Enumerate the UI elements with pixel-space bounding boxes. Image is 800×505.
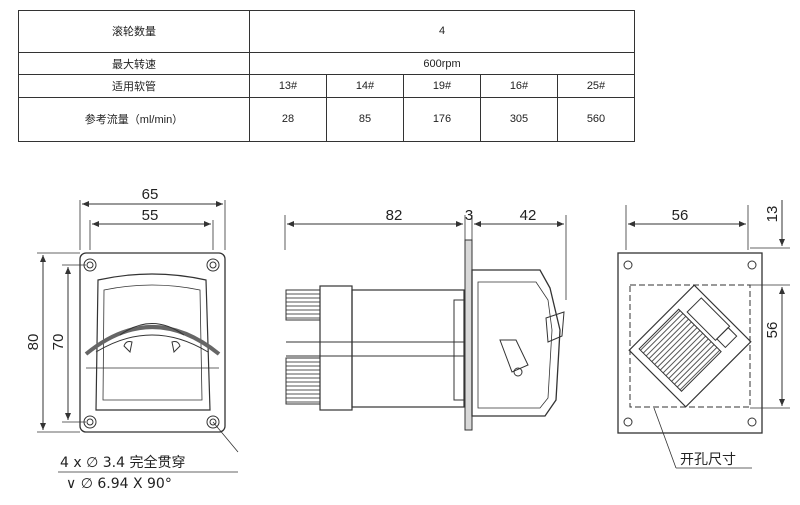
rollers-label: 滚轮数量 (18, 10, 250, 53)
side-view: 82 3 42 (284, 207, 567, 431)
table-row: 最大转速 600rpm (18, 51, 635, 76)
countersink-note: ∨ ∅ 6.94 X 90° (66, 476, 172, 492)
table-row: 滚轮数量 4 (18, 10, 635, 53)
back-view: 56 13 56 开孔尺寸 (617, 200, 790, 469)
flow-cell: 28 (249, 96, 327, 143)
flow-cell: 305 (480, 96, 558, 143)
pump-head-side (471, 269, 561, 417)
tube-cell: 14# (326, 74, 404, 98)
flow-cell: 560 (557, 96, 635, 143)
dim-back-height: 56 (764, 322, 781, 339)
pump-head-outline (95, 273, 211, 411)
motor-body (319, 285, 353, 411)
tube-cell: 13# (249, 74, 327, 98)
front-view: 65 55 80 70 4 x ∅ 3.4 完全贯穿 ∨ ∅ 6.94 X 90… (25, 186, 239, 492)
dim-length-a: 82 (386, 207, 403, 224)
dim-back-offset: 13 (764, 206, 781, 223)
tube-cell: 19# (403, 74, 481, 98)
table-row: 参考流量（ml/min） 28 85 176 305 560 (18, 96, 635, 143)
driver-board (628, 284, 752, 408)
flow-cell: 85 (326, 96, 404, 143)
mount-plate (464, 239, 473, 431)
speed-value: 600rpm (249, 51, 635, 76)
rollers-value: 4 (249, 10, 635, 53)
dim-height-inner: 70 (50, 334, 67, 351)
tube-cell: 16# (480, 74, 558, 98)
dim-height-outer: 80 (25, 334, 42, 351)
speed-label: 最大转速 (18, 51, 250, 76)
tube-label: 适用软管 (18, 74, 250, 98)
dim-width-inner: 55 (142, 207, 159, 224)
dim-length-c: 42 (520, 207, 537, 224)
hole-note: 4 x ∅ 3.4 完全贯穿 (60, 454, 185, 471)
dim-back-width: 56 (672, 207, 689, 224)
flow-label: 参考流量（ml/min） (18, 96, 250, 143)
table-row: 适用软管 13# 14# 19# 16# 25# (18, 74, 635, 98)
spec-table: 滚轮数量 4 最大转速 600rpm 适用软管 13# 14# 19# 16# … (18, 10, 635, 143)
heatsink (285, 289, 321, 321)
flow-cell: 176 (403, 96, 481, 143)
dim-width-outer: 65 (142, 186, 159, 203)
mount-hole (83, 258, 220, 429)
cutout-outline (629, 284, 751, 408)
dim-length-b: 3 (465, 207, 473, 224)
technical-drawing: 65 55 80 70 4 x ∅ 3.4 完全贯穿 ∨ ∅ 6.94 X 90… (25, 186, 790, 492)
cutout-label: 开孔尺寸 (680, 452, 736, 468)
tube-cell: 25# (557, 74, 635, 98)
